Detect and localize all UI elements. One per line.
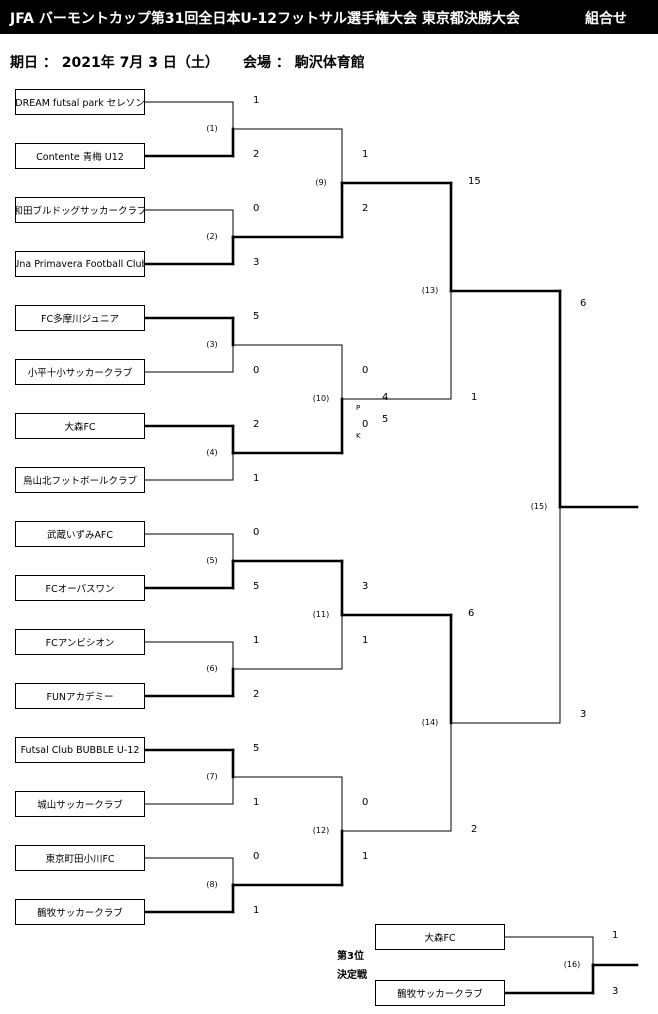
team-box-2: Contente 青梅 U12	[15, 143, 145, 169]
r2-score-top-10: 0	[362, 365, 369, 376]
team-box-7-name: 大森FC	[64, 422, 96, 433]
pk-score-top: 4	[382, 392, 389, 403]
r2-score-bottom-11: 1	[362, 635, 369, 646]
team-box-5: FC多摩川ジュニア	[15, 305, 145, 331]
r1-score-top-8: 0	[253, 851, 260, 862]
r1-score-top-6: 1	[253, 635, 260, 646]
team-box-12-name: FUNアカデミー	[46, 692, 114, 703]
r2-score-top-12: 0	[362, 797, 369, 808]
r1-score-bottom-3: 0	[253, 365, 260, 376]
match-number-13: (13)	[421, 286, 439, 295]
match-number-10: (10)	[312, 394, 330, 403]
team-box-12: FUNアカデミー	[15, 683, 145, 709]
pk-letter-k: K	[356, 432, 361, 440]
r2-score-bottom-9: 2	[362, 203, 369, 214]
team-box-9: 武蔵いずみAFC	[15, 521, 145, 547]
team-box-1-name: DREAM futsal park セレソン	[15, 98, 145, 109]
team-box-15: 東京町田小川FC	[15, 845, 145, 871]
team-box-6: 小平十小サッカークラブ	[15, 359, 145, 385]
r1-score-bottom-2: 3	[253, 257, 260, 268]
r1-score-top-7: 5	[253, 743, 260, 754]
team-box-5-name: FC多摩川ジュニア	[41, 314, 119, 325]
r3-score-top-14: 6	[468, 608, 475, 619]
r1-score-bottom-7: 1	[253, 797, 260, 808]
team-box-8-name: 烏山北フットボールクラブ	[22, 476, 137, 487]
r1-score-bottom-8: 1	[253, 905, 260, 916]
r2-score-bottom-12: 1	[362, 851, 369, 862]
venue-line: 会場 ： 駒沢体育館	[243, 55, 365, 71]
page-title: JFA バーモントカップ第31回全日本U-12フットサル選手権大会 東京都決勝大…	[10, 11, 520, 27]
team-box-14-name: 城山サッカークラブ	[37, 800, 123, 811]
team-box-15-name: 東京町田小川FC	[45, 854, 115, 865]
match-number-6: (6)	[206, 664, 218, 673]
match-number-4: (4)	[206, 448, 218, 457]
third-score-bottom: 3	[612, 986, 619, 997]
match-number-14: (14)	[421, 718, 439, 727]
r3-score-bottom-14: 2	[471, 824, 478, 835]
r1-score-bottom-6: 2	[253, 689, 260, 700]
third-place-team-1: 大森FC	[375, 924, 505, 950]
team-box-6-name: 小平十小サッカークラブ	[27, 368, 133, 379]
team-box-11: FCアンビシオン	[15, 629, 145, 655]
r1-score-top-2: 0	[253, 203, 260, 214]
r3-score-top-13: 15	[468, 176, 481, 187]
team-box-9-name: 武蔵いずみAFC	[46, 530, 114, 541]
match-number-2: (2)	[206, 232, 218, 241]
r1-score-bottom-1: 2	[253, 149, 260, 160]
r2-score-top-9: 1	[362, 149, 369, 160]
r1-score-top-3: 5	[253, 311, 260, 322]
match-number-7: (7)	[206, 772, 218, 781]
team-box-16: 鶴牧サッカークラブ	[15, 899, 145, 925]
pk-score-bottom: 5	[382, 414, 389, 425]
team-box-4: Una Primavera Football Club	[15, 251, 145, 277]
pk-letter-p: P	[356, 404, 361, 412]
match-number-3: (3)	[206, 340, 218, 349]
r1-score-bottom-4: 1	[253, 473, 260, 484]
match-number-1: (1)	[206, 124, 218, 133]
final-score-top: 6	[580, 298, 587, 309]
bracket-label: 組合せ	[585, 11, 627, 27]
team-box-13-name: Futsal Club BUBBLE U-12	[20, 744, 140, 756]
final-score-bottom: 3	[580, 709, 587, 720]
team-box-3-name: 和田ブルドッグサッカークラブ	[15, 206, 145, 217]
team-box-11-name: FCアンビシオン	[45, 638, 115, 649]
team-box-16-name: 鶴牧サッカークラブ	[37, 908, 123, 919]
r2-score-bottom-10: 0	[362, 419, 369, 430]
r1-score-top-1: 1	[253, 95, 260, 106]
r3-score-bottom-13: 1	[471, 392, 478, 403]
match-number-8: (8)	[206, 880, 218, 889]
r1-score-top-4: 2	[253, 419, 260, 430]
third-place-team-2: 鶴牧サッカークラブ	[375, 980, 505, 1006]
team-box-4-name: Una Primavera Football Club	[15, 258, 145, 270]
third-place-team-2-name: 鶴牧サッカークラブ	[397, 989, 483, 1000]
match-number-15: (15)	[530, 502, 548, 511]
team-box-8: 烏山北フットボールクラブ	[15, 467, 145, 493]
third-place-label-sub: 決定戦	[337, 970, 367, 981]
match-number-16: (16)	[563, 960, 581, 969]
match-number-5: (5)	[206, 556, 218, 565]
third-place-team-1-name: 大森FC	[424, 933, 456, 944]
match-number-11: (11)	[312, 610, 330, 619]
r1-score-top-5: 0	[253, 527, 260, 538]
third-score-top: 1	[612, 930, 619, 941]
team-box-7: 大森FC	[15, 413, 145, 439]
team-box-10-name: FCオーパスワン	[45, 584, 115, 595]
header-bar: JFA バーモントカップ第31回全日本U-12フットサル選手権大会 東京都決勝大…	[0, 0, 658, 34]
r1-score-bottom-5: 5	[253, 581, 260, 592]
match-number-9: (9)	[315, 178, 327, 187]
team-box-10: FCオーパスワン	[15, 575, 145, 601]
team-box-3: 和田ブルドッグサッカークラブ	[15, 197, 145, 223]
date-line: 期日 ： 2021年 7月 3 日（土）	[10, 55, 219, 71]
match-number-12: (12)	[312, 826, 330, 835]
third-place-label: 第3位	[337, 951, 364, 962]
team-box-14: 城山サッカークラブ	[15, 791, 145, 817]
team-box-2-name: Contente 青梅 U12	[36, 152, 124, 163]
team-box-1: DREAM futsal park セレソン	[15, 89, 145, 115]
r2-score-top-11: 3	[362, 581, 369, 592]
team-box-13: Futsal Club BUBBLE U-12	[15, 737, 145, 763]
